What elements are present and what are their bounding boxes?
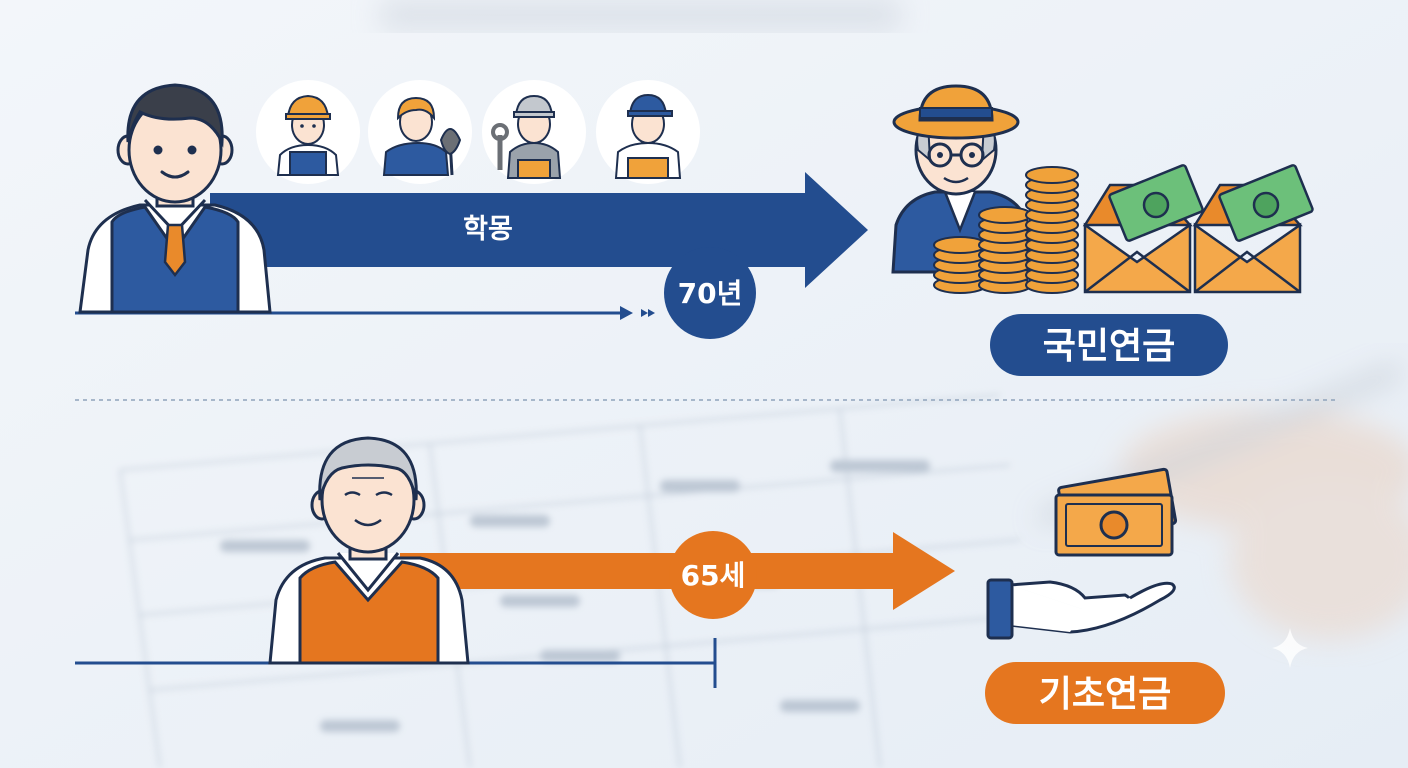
age-badge: 65세 [669, 531, 757, 619]
duration-badge-text: 70년 [678, 277, 743, 310]
worker-mechanic [482, 80, 586, 184]
national-arrow-label: 학몽 [463, 214, 513, 245]
worker-hard-hat [256, 80, 360, 184]
national-pension-arrow [210, 172, 868, 288]
retiree-with-money-icon [891, 84, 1314, 294]
sparkle-icon [1272, 628, 1308, 668]
hard-hat-worker-icon [276, 94, 340, 176]
duration-badge: 70년 [664, 247, 756, 339]
hand-receiving-money-icon [986, 467, 1178, 640]
worker-shovel [368, 80, 472, 184]
basic-pension-pill: 기초연금 [985, 662, 1225, 724]
young-worker-icon [78, 83, 272, 314]
age-badge-text: 65세 [681, 559, 746, 592]
elderly-man-icon [268, 436, 470, 665]
cap-worker-icon [614, 93, 682, 179]
national-pension-pill: 국민연금 [990, 314, 1228, 376]
wrench-mechanic-icon [491, 94, 562, 179]
basic-pension-label: 기초연금 [1039, 674, 1171, 715]
shovel-worker-icon [382, 96, 462, 176]
worker-cap [596, 80, 700, 184]
national-pension-label: 국민연금 [1043, 326, 1175, 367]
